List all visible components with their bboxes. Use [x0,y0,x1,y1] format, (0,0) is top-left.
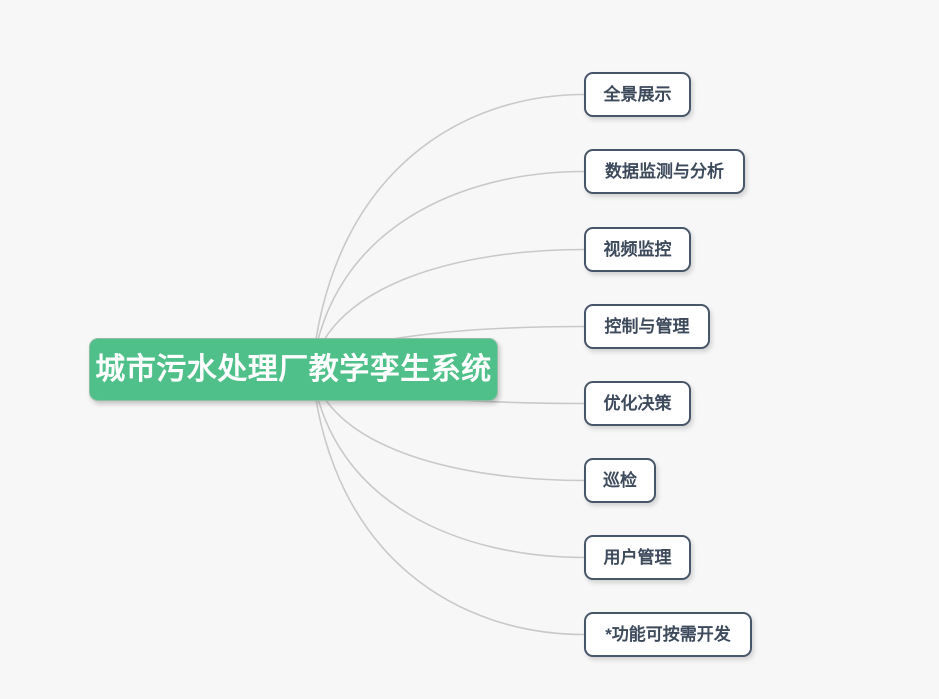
branch-node-label: 控制与管理 [604,317,690,336]
branch-node[interactable]: 控制与管理 [584,304,710,349]
branch-node-label: 优化决策 [603,394,672,413]
connector-curve [311,369,585,636]
branch-node[interactable]: *功能可按需开发 [584,612,752,657]
root-node-label: 城市污水处理厂教学孪生系统 [95,352,492,386]
branch-node[interactable]: 优化决策 [584,381,691,426]
branch-node[interactable]: 全景展示 [584,72,691,117]
branch-node[interactable]: 用户管理 [584,535,691,580]
branch-node-label: *功能可按需开发 [605,625,731,644]
branch-node-label: 用户管理 [603,548,672,567]
branch-node-label: 数据监测与分析 [605,162,724,181]
branch-node-label: 全景展示 [603,85,672,104]
branch-node-label: 视频监控 [603,240,672,259]
branch-node-label: 巡检 [603,471,637,490]
branch-node[interactable]: 视频监控 [584,227,691,272]
connector-curve [311,93,585,371]
root-node[interactable]: 城市污水处理厂教学孪生系统 [89,338,498,401]
branch-node[interactable]: 巡检 [584,458,656,503]
branch-node[interactable]: 数据监测与分析 [584,149,745,194]
